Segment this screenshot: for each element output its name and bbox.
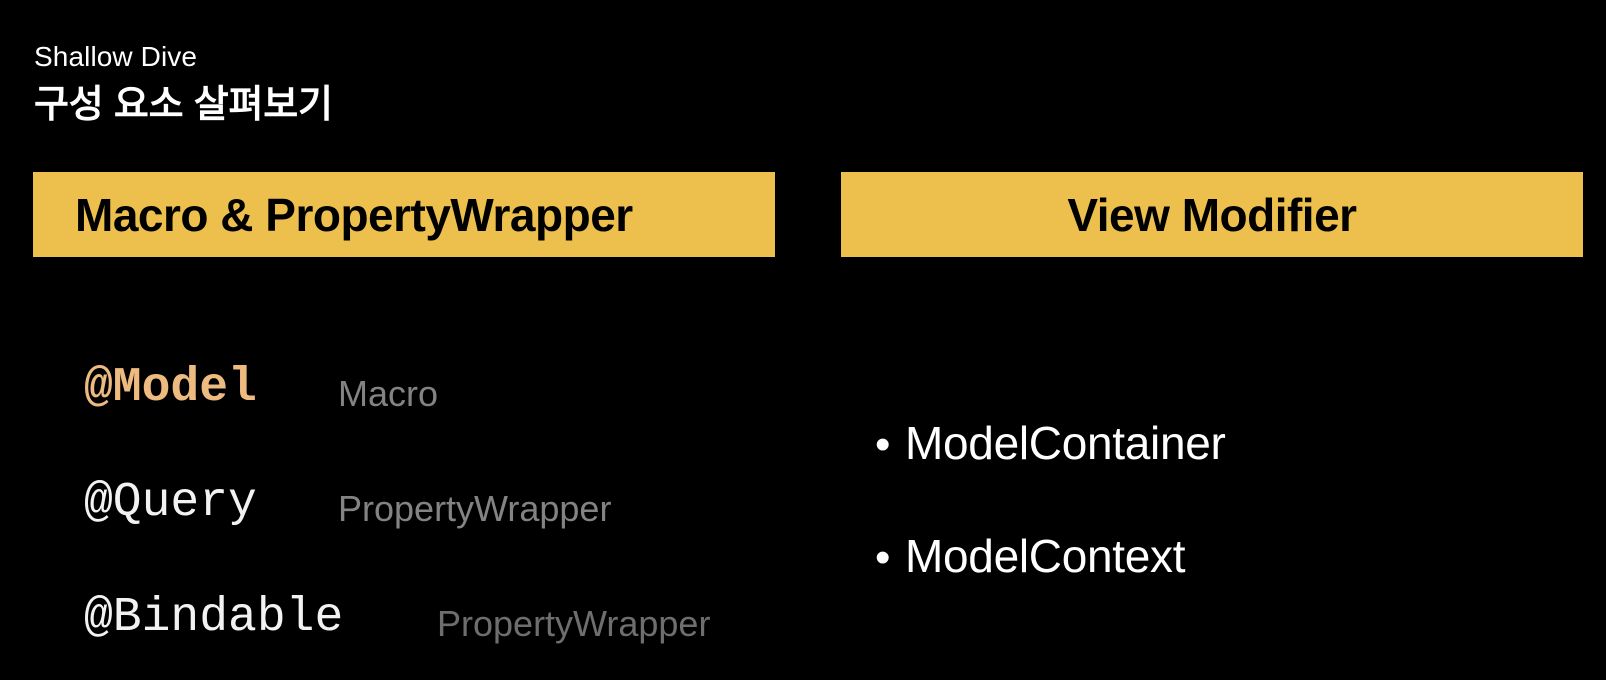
list-item: @Query PropertyWrapper xyxy=(84,473,784,588)
annotation-token: @Query xyxy=(84,476,257,530)
modifier-list: • ModelContainer • ModelContext xyxy=(875,420,1575,646)
section-banner-macro-propertywrapper: Macro & PropertyWrapper xyxy=(33,172,775,257)
annotation-token: @Bindable xyxy=(84,591,344,645)
list-item: @Model Macro xyxy=(84,358,784,473)
slide-header: Shallow Dive 구성 요소 살펴보기 xyxy=(34,40,333,129)
eyebrow-text: Shallow Dive xyxy=(34,41,198,72)
bullet-icon: • xyxy=(875,420,891,469)
list-item: • ModelContainer xyxy=(875,420,1575,533)
section-banner-label: View Modifier xyxy=(1067,188,1357,241)
annotation-kind-label: PropertyWrapper xyxy=(338,488,612,529)
annotation-kind-label: Macro xyxy=(338,373,439,414)
annotation-token: @Model xyxy=(84,361,257,415)
annotation-kind-label: PropertyWrapper xyxy=(437,603,711,644)
section-banner-label: Macro & PropertyWrapper xyxy=(75,188,633,241)
list-item: @Bindable PropertyWrapper xyxy=(84,588,784,680)
annotation-list: @Model Macro @Query PropertyWrapper @Bin… xyxy=(84,358,784,680)
page-title: 구성 요소 살펴보기 xyxy=(34,83,333,126)
modifier-label: ModelContainer xyxy=(905,417,1226,469)
list-item: • ModelContext xyxy=(875,533,1575,646)
section-banner-view-modifier: View Modifier xyxy=(841,172,1583,257)
bullet-icon: • xyxy=(875,533,891,582)
modifier-label: ModelContext xyxy=(905,530,1186,582)
